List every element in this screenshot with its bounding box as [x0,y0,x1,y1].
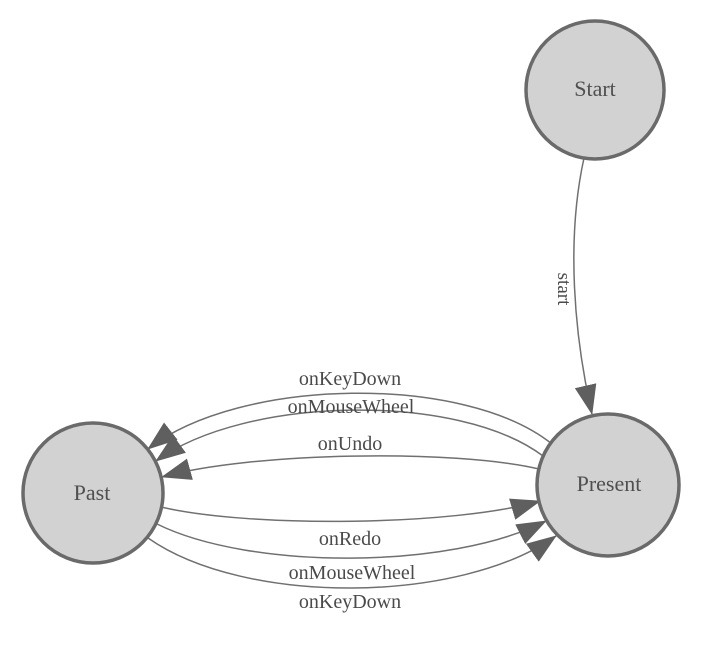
edge-label-start: start [553,273,574,306]
node-start: Start [524,19,666,161]
edge-start-to-present [573,157,597,415]
node-start-circle [524,19,666,161]
edge-label-onundo: onUndo [318,433,382,455]
edge-label-onredo: onRedo [319,528,381,550]
edge-label-onmousewheel-top: onMouseWheel [288,396,415,418]
edge-past-to-present-onredo [160,498,541,523]
edge-label-onmousewheel-bottom: onMouseWheel [289,562,416,584]
node-past: Past [21,421,165,565]
node-present: Present [535,412,681,558]
edge-present-to-past-onundo [161,455,540,480]
edges-layer [147,157,597,589]
edge-labels-layer: start onKeyDown onMouseWheel onUndo onRe… [288,273,574,613]
edge-present-to-past-onkeydown [147,392,553,450]
node-past-label: Past [74,480,111,505]
edge-present-to-past-onmousewheel [155,409,544,462]
node-present-label: Present [577,471,642,496]
edge-label-onkeydown-top: onKeyDown [299,368,401,390]
node-start-label: Start [574,76,616,101]
edge-label-onkeydown-bottom: onKeyDown [299,591,401,613]
node-present-circle [535,412,681,558]
edge-past-to-present-onkeydown [147,535,557,589]
edge-past-to-present-onmousewheel [156,520,547,559]
node-past-circle [21,421,165,565]
